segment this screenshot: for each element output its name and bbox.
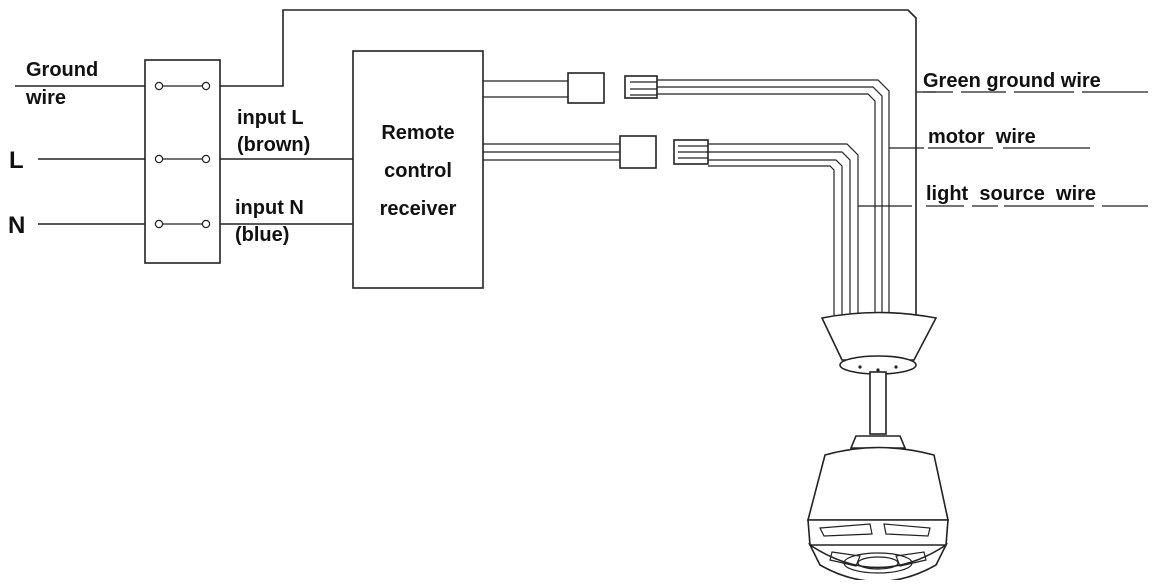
input-n-label-line2: (blue) — [235, 224, 289, 246]
label-underlines — [923, 91, 1148, 207]
fan-downrod — [869, 371, 887, 435]
lower-connector-female — [619, 135, 657, 169]
receiver-label-line2: control — [384, 160, 452, 182]
terminal-l — [154, 154, 211, 164]
input-l-label-line1: input L — [237, 107, 304, 129]
terminal-block-body — [144, 59, 221, 264]
input-n-label-line1: input N — [235, 197, 304, 219]
light-source-wire-label: light source wire — [926, 183, 1096, 205]
terminal-n — [154, 219, 211, 229]
fan-blade-ring — [807, 519, 949, 546]
fan-canopy — [820, 311, 938, 361]
receiver-label-line1: Remote — [381, 122, 454, 144]
ground-wire-label-line1: Ground — [26, 59, 98, 81]
upper-connector-female — [567, 72, 605, 104]
lower-output-bundle — [483, 135, 859, 315]
motor-wire-label: motor wire — [928, 126, 1036, 148]
ground-wire-label-line2: wire — [25, 87, 66, 109]
receiver-label-line3: receiver — [380, 198, 457, 220]
n-label: N — [8, 212, 25, 239]
fan-motor-housing — [806, 446, 949, 521]
remote-control-receiver — [352, 50, 484, 289]
ceiling-fan-illustration — [806, 311, 949, 583]
terminal-block — [144, 59, 221, 264]
terminal-ground — [154, 81, 211, 91]
upper-output-bundle — [483, 72, 890, 315]
input-l-label-line2: (brown) — [237, 134, 310, 156]
green-ground-wire-route — [220, 9, 917, 315]
green-ground-wire-label: Green ground wire — [923, 70, 1101, 92]
fan-light-kit — [807, 542, 949, 583]
l-label: L — [9, 147, 24, 174]
